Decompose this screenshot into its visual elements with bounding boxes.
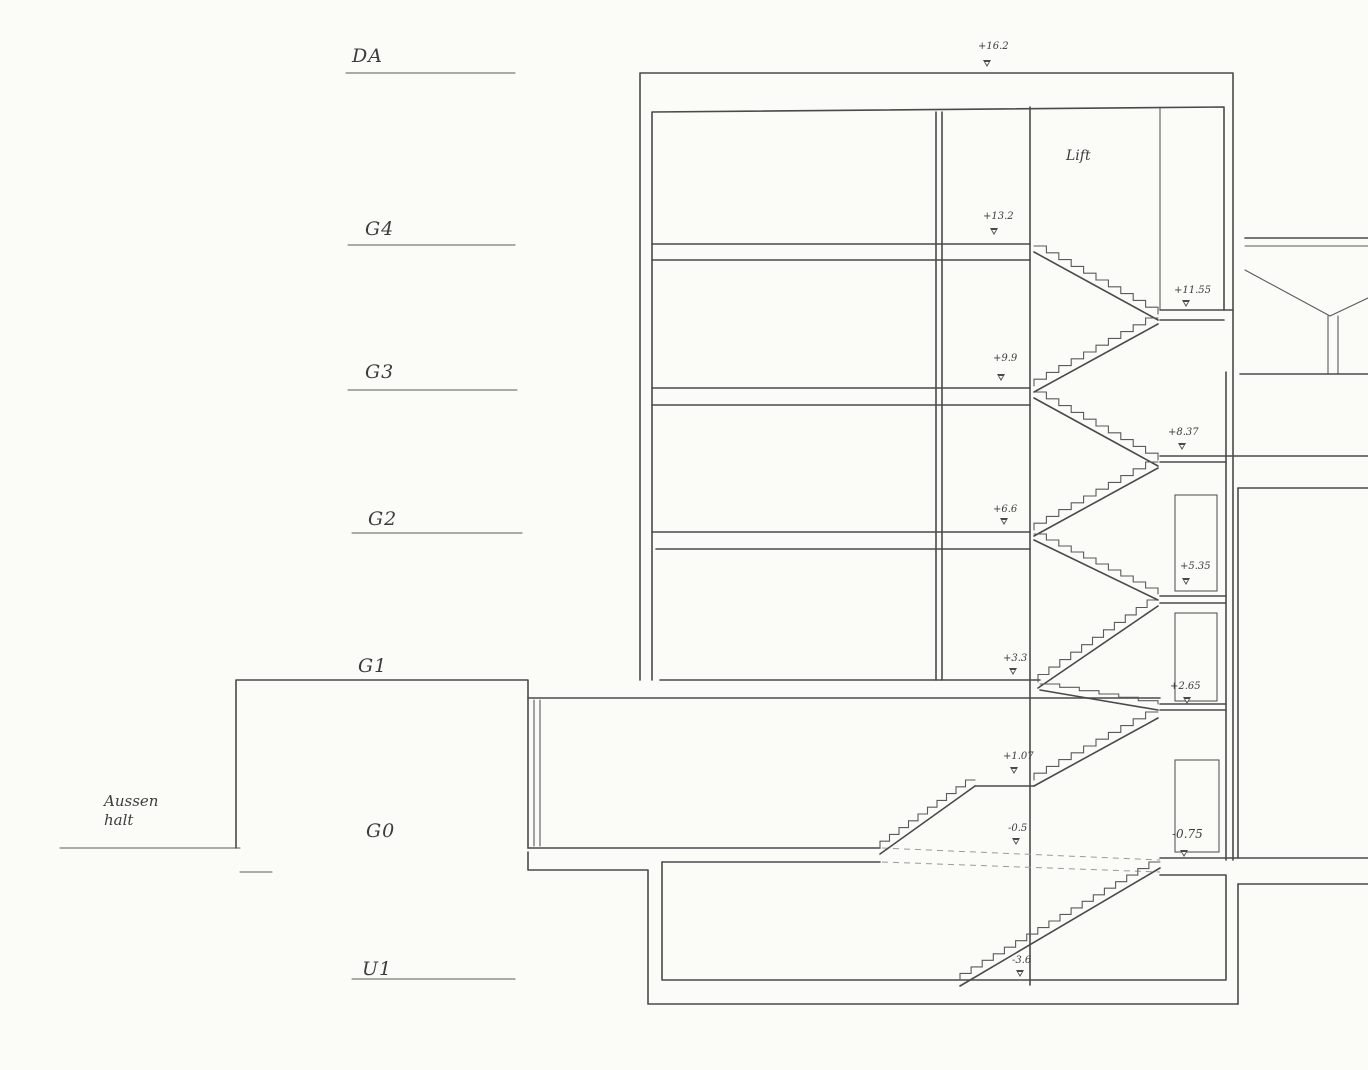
basement-outer xyxy=(527,851,1239,1005)
elevation-label: +1.07 xyxy=(1003,751,1034,762)
stair-steps xyxy=(1033,245,1159,315)
staircases xyxy=(879,245,1161,987)
elevation-label: -0.5 xyxy=(1008,823,1028,834)
elevation-label: +13.2 xyxy=(983,211,1014,222)
elevation-marker-icon xyxy=(1182,578,1190,585)
elevation-label: +8.37 xyxy=(1168,427,1199,438)
elevation-label: +11.55 xyxy=(1174,285,1212,296)
elevation-label: +6.6 xyxy=(993,504,1018,515)
stair-flight xyxy=(1033,251,1159,321)
stair-steps xyxy=(1033,711,1159,781)
elevation-marker-icon xyxy=(1016,970,1024,977)
stair-flight xyxy=(1033,323,1159,393)
elevation-marker-icon xyxy=(1010,767,1018,774)
level-label-g2: G2 xyxy=(368,508,398,530)
outer-wall xyxy=(639,72,1234,861)
stair-flight xyxy=(1039,689,1159,711)
adjacent-truss xyxy=(1244,269,1368,317)
elevation-label: -0.75 xyxy=(1172,827,1203,841)
stair-steps xyxy=(1037,599,1159,683)
adjacent-structure xyxy=(1239,237,1368,375)
elevation-label: -3.6 xyxy=(1012,955,1032,966)
stair-flight xyxy=(1033,397,1159,467)
stair-flight xyxy=(1037,605,1159,689)
elevation-marker-icon xyxy=(983,60,991,67)
elevation-label: +16.2 xyxy=(978,41,1009,52)
inner-wall xyxy=(651,106,1225,681)
level-label-u1: U1 xyxy=(362,958,393,980)
lift-label: Lift xyxy=(1066,148,1091,164)
stair-flight xyxy=(1033,467,1159,537)
elevation-label: +5.35 xyxy=(1180,561,1211,572)
level-label-g0: G0 xyxy=(366,820,396,842)
level-label-da: DA xyxy=(352,45,383,67)
elevation-marker-icon xyxy=(1182,300,1190,307)
basement-inner xyxy=(661,861,1227,981)
stair-steps xyxy=(1039,683,1159,705)
stair-steps xyxy=(959,861,1161,981)
stair-flight xyxy=(879,785,976,855)
elevation-marker-icon xyxy=(1183,697,1191,704)
elevation-label: +2.65 xyxy=(1170,681,1201,692)
stair-steps xyxy=(1033,317,1159,387)
stair-steps xyxy=(1033,533,1159,595)
door-g1 xyxy=(1174,612,1218,702)
elevation-label: +9.9 xyxy=(993,353,1018,364)
level-label-g1: G1 xyxy=(358,655,388,677)
elevation-marker-icon xyxy=(1000,518,1008,525)
building-shell xyxy=(639,72,1368,986)
elevation-marker-icon xyxy=(1012,838,1020,845)
stair-flight xyxy=(959,867,1161,987)
hidden-line-1 xyxy=(881,847,1161,861)
elevation-marker-icon xyxy=(1180,850,1188,857)
stair-flight xyxy=(1033,717,1159,787)
door-g2 xyxy=(1174,494,1218,592)
elevation-marker-icon xyxy=(997,374,1005,381)
door-g0 xyxy=(1174,759,1220,853)
hidden-line-2 xyxy=(881,861,1161,873)
stair-steps xyxy=(1033,461,1159,531)
stair-steps xyxy=(879,779,976,849)
ground-floor xyxy=(235,487,1368,1005)
elevation-label: +3.3 xyxy=(1003,653,1028,664)
outside-label: Aussen halt xyxy=(104,792,159,829)
elevation-marker-icon xyxy=(1009,668,1017,675)
elevation-marker-icon xyxy=(1178,443,1186,450)
stair-flight xyxy=(1033,539,1159,601)
level-lines xyxy=(59,72,523,980)
entrance-canopy xyxy=(235,679,1161,849)
elevation-marker-icon xyxy=(990,228,998,235)
level-label-g3: G3 xyxy=(365,361,395,383)
stair-steps xyxy=(1033,391,1159,461)
level-label-g4: G4 xyxy=(365,218,395,240)
